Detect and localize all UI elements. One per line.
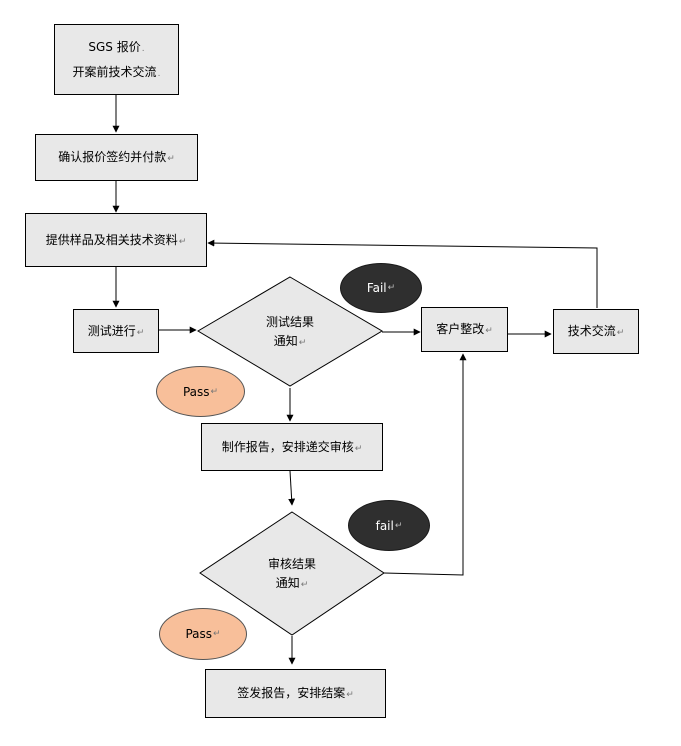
node-confirm-quote: 确认报价签约并付款↵ [35,134,198,181]
test-result-diamond [197,276,383,387]
node-make-report-label: 制作报告，安排递交审核 [221,439,354,454]
node-customer-fix: 客户整改↵ [421,307,508,352]
node-provide-samples-label: 提供样品及相关技术资料 [45,232,178,247]
node-provide-samples: 提供样品及相关技术资料↵ [25,213,207,267]
node-customer-fix-label: 客户整改 [436,322,485,337]
test-result-label: 测试结果 通知↵ [265,314,314,348]
pass-badge-lower: Pass↵ [159,608,247,660]
node-sgs-quote-line2: 开案前技术交流 [72,64,157,79]
arrow-report-to-review [288,470,296,506]
node-issue-report-label: 签发报告，安排结案 [237,686,346,701]
node-tech-exchange: 技术交流↵ [553,309,639,354]
pass-badge-lower-label: Pass [185,627,212,641]
fail-badge-upper: Fail↵ [340,263,422,313]
test-result-line1: 测试结果 [265,314,314,329]
arrow-review-to-fix [383,353,467,576]
node-testing: 测试进行↵ [73,309,159,353]
node-sgs-quote: SGS 报价. 开案前技术交流. [54,24,179,95]
node-testing-label: 测试进行 [87,323,136,338]
node-confirm-quote-label: 确认报价签约并付款 [58,150,167,165]
fail-badge-lower: fail↵ [348,500,430,551]
node-make-report: 制作报告，安排递交审核↵ [201,423,383,471]
review-result-label: 审核结果 通知↵ [267,556,316,590]
pass-badge-upper-label: Pass [182,384,210,399]
review-result-line1: 审核结果 [267,556,316,571]
node-issue-report: 签发报告，安排结案↵ [205,669,386,718]
fail-badge-upper-label: Fail [366,281,387,295]
review-result-diamond [199,511,385,636]
fail-badge-lower-label: fail [375,518,394,533]
test-result-line2: 通知 [273,334,298,348]
review-result-line2: 通知 [275,576,300,590]
pass-badge-upper: Pass↵ [156,366,245,417]
arrow-exchange-to-samples [207,239,598,308]
node-sgs-quote-line1: SGS 报价 [88,39,141,54]
node-tech-exchange-label: 技术交流 [567,324,616,339]
